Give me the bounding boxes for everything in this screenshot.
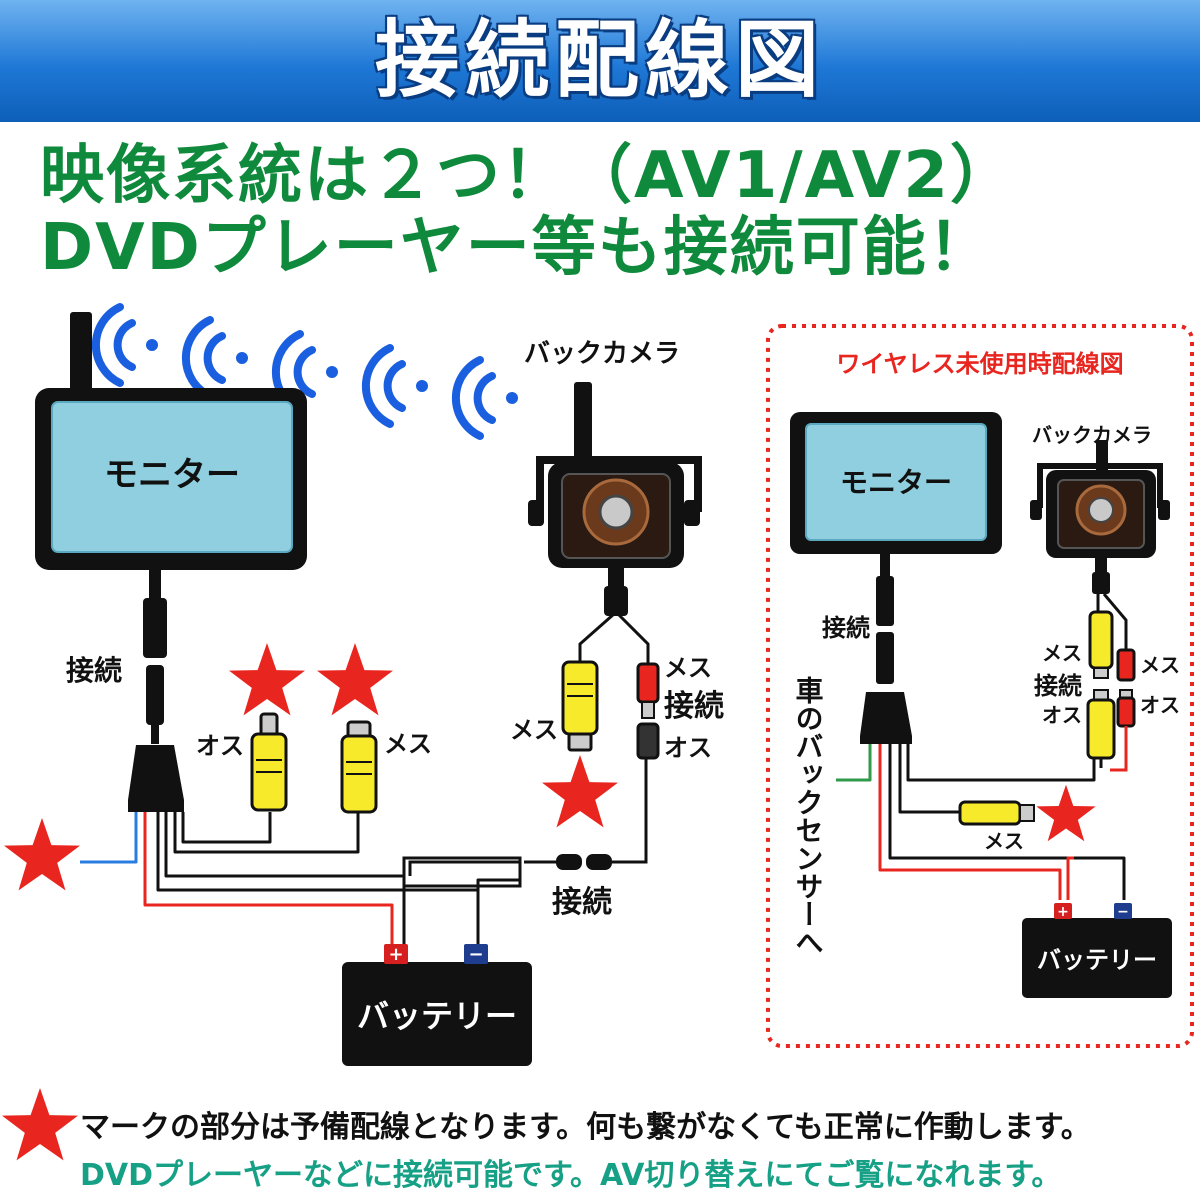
inset-rca-plug-icon	[958, 800, 1035, 826]
star-icon	[1036, 784, 1096, 842]
wireless-wave-icon	[96, 307, 158, 383]
headline-line-1: 映像系統は２つ！（AV1/AV2）	[40, 139, 1016, 213]
rca-plug-icon	[340, 720, 378, 814]
connect-label-left: 接続	[66, 654, 122, 687]
note-reserve-wiring: マークの部分は予備配線となります。何も繋がなくても正常に作動します。	[80, 1110, 1091, 1145]
note-dvd-connection: DVDプレーヤーなどに接続可能です。AV切り替えにてご覧になれます。	[80, 1158, 1062, 1193]
star-icon	[2, 1088, 78, 1161]
wireless-wave-icon	[366, 348, 428, 424]
battery-minus-symbol: −	[468, 944, 483, 965]
inset-border	[766, 324, 1194, 1048]
connect-label-camera: 接続	[664, 689, 724, 724]
female-label-left: メス	[384, 730, 432, 758]
inset-sensor-label: 車のバックセンサーへ	[792, 676, 825, 956]
wireless-wave-icon	[456, 360, 518, 436]
inset-title: ワイヤレス未使用時配線図	[836, 350, 1123, 378]
inset-rca-plug-icon	[1086, 610, 1116, 760]
page-title: 接続配線図	[374, 11, 825, 109]
connect-label-bottom: 接続	[552, 885, 612, 920]
monitor-label: モニター	[104, 455, 240, 495]
inset-female-label-bottom: メス	[984, 829, 1024, 853]
battery: + − バッテリー	[342, 944, 532, 1066]
rca-plug-icon	[250, 712, 288, 812]
inset-monitor-label: モニター	[840, 466, 952, 499]
monitor: モニター	[35, 312, 307, 570]
inset-connect-label-mid: 接続	[1034, 672, 1082, 700]
inset-battery-plus-symbol: +	[1057, 904, 1069, 920]
inset-battery: + − バッテリー	[1022, 903, 1172, 998]
star-icon	[229, 643, 305, 716]
inset-connect-label: 接続	[822, 614, 870, 642]
inset-male-label-red: オス	[1140, 693, 1180, 717]
inset-female-label-yellow: メス	[1042, 641, 1082, 665]
inset-monitor: モニター	[790, 412, 1002, 554]
inset-battery-label: バッテリー	[1037, 946, 1157, 974]
inset-male-label-yellow: オス	[1042, 703, 1082, 727]
star-icon	[542, 755, 618, 828]
inset-battery-minus-symbol: −	[1117, 904, 1129, 920]
inset-camera-label: バックカメラ	[1032, 423, 1152, 447]
star-icon	[317, 643, 393, 716]
camera-label: バックカメラ	[524, 339, 680, 369]
battery-label: バッテリー	[357, 997, 517, 1035]
wireless-wave-icon	[186, 320, 248, 396]
rca-plug-icon	[561, 660, 599, 752]
male-label-left: オス	[196, 732, 244, 760]
battery-plus-symbol: +	[388, 944, 403, 965]
title-banner: 接続配線図	[0, 0, 1200, 122]
male-label-camera: オス	[664, 734, 712, 762]
headline-line-2: DVDプレーヤー等も接続可能！	[40, 211, 994, 285]
inset-back-camera	[1030, 440, 1170, 594]
star-icon	[4, 818, 80, 891]
female-label-camera-yellow: メス	[510, 716, 558, 744]
female-label-camera-red: メス	[664, 654, 712, 682]
back-camera	[528, 382, 702, 616]
inset-female-label-red: メス	[1140, 653, 1180, 677]
